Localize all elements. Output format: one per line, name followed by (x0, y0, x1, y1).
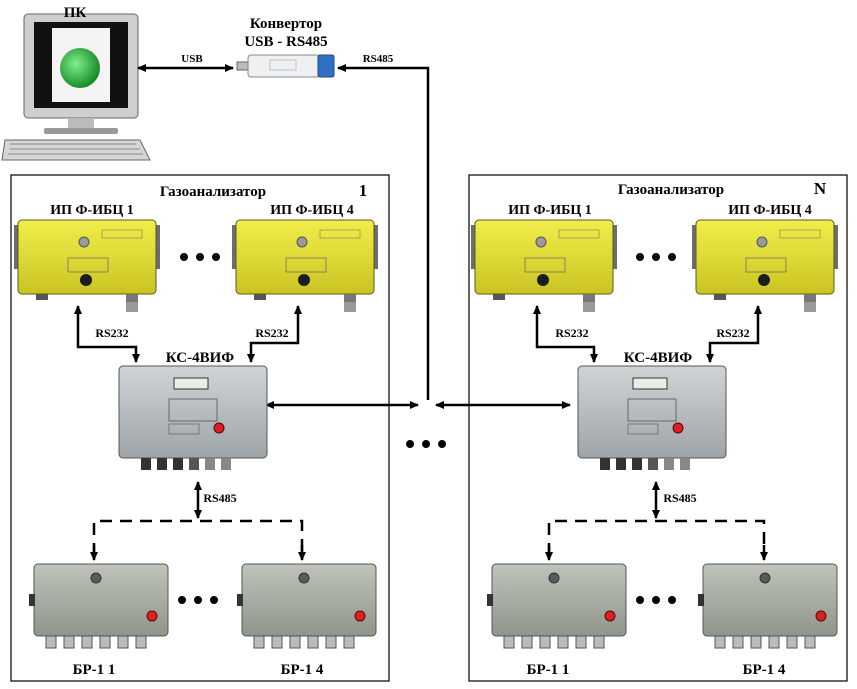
analyzer-1-sensor-left-label: ИП Ф-ИБЦ 1 (50, 203, 134, 218)
analyzer-1: Газоанализатор 1 ИП Ф-ИБЦ 1 ИП Ф-ИБЦ 4 R… (10, 174, 390, 682)
analyzer-n-sensor-ellipsis (636, 253, 676, 261)
analyzer-1-relay-right-label: БР-1 4 (281, 662, 324, 678)
analyzer-1-rs232-left-label: RS232 (95, 326, 128, 340)
analyzer-n-rs232-left-label: RS232 (555, 326, 588, 340)
analyzer-1-number: 1 (359, 181, 368, 200)
pc-label: ПК (64, 5, 87, 21)
analyzer-n-controller-label: КС-4ВИФ (624, 350, 693, 366)
analyzer-1-rs232-right-label: RS232 (255, 326, 288, 340)
analyzer-n-sensor-right (691, 219, 839, 313)
rs485-trunk-label: RS485 (363, 53, 394, 65)
analyzer-n-rs232-left-line (533, 305, 598, 363)
analyzer-n-relay-left-label: БР-1 1 (527, 662, 570, 678)
analyzer-n-number: N (814, 179, 827, 198)
converter-label-line2: USB - RS485 (244, 34, 327, 50)
analyzer-1-relay-right (236, 563, 377, 649)
analyzer-n-rs232-right-line (706, 305, 762, 363)
analyzer-1-controller (118, 365, 268, 471)
analyzer-1-sensor-right-label: ИП Ф-ИБЦ 4 (270, 203, 354, 218)
analyzer-1-controller-label: КС-4ВИФ (166, 350, 235, 366)
analyzer-n-relay-left (486, 563, 627, 649)
analyzer-n-sensor-left (470, 219, 618, 313)
analyzer-n-relay-ellipsis (636, 596, 676, 604)
analyzer-1-sensor-right (231, 219, 379, 313)
analyzer-1-sensor-ellipsis (180, 253, 220, 261)
analyzer-n-rs485-label: RS485 (663, 491, 696, 505)
rs485-trunk-line (337, 64, 430, 400)
usb-link-label: USB (181, 53, 203, 65)
analyzer-1-rs232-right-line (247, 305, 302, 363)
analyzer-n-rs485-bus (547, 519, 766, 555)
analyzer-1-relay-left-label: БР-1 1 (73, 662, 116, 678)
analyzer-n: Газоанализатор N ИП Ф-ИБЦ 1 ИП Ф-ИБЦ 4 R… (468, 174, 848, 682)
usb-rs485-converter (236, 54, 335, 78)
analyzer-n-controller (577, 365, 727, 471)
analyzer-n-sensor-left-label: ИП Ф-ИБЦ 1 (508, 203, 592, 218)
analyzer-1-sensor-left (13, 219, 161, 313)
more-analyzers-ellipsis (406, 440, 446, 448)
converter-label-line1: Конвертор (250, 16, 322, 32)
analyzer-1-relay-ellipsis (178, 596, 218, 604)
analyzer-1-frame (10, 174, 390, 682)
analyzer-1-rs232-left-line (74, 305, 140, 363)
analyzer-1-rs485-label: RS485 (203, 491, 236, 505)
analyzer-n-rs232-right-label: RS232 (716, 326, 749, 340)
analyzer-n-sensor-right-label: ИП Ф-ИБЦ 4 (728, 203, 812, 218)
pc-computer (1, 13, 151, 161)
analyzer-1-relay-left (28, 563, 169, 649)
analyzer-n-frame (468, 174, 848, 682)
analyzer-n-relay-right (697, 563, 838, 649)
analyzer-1-title: Газоанализатор (160, 184, 266, 200)
analyzer-1-rs485-bus (92, 519, 304, 555)
analyzer-n-title: Газоанализатор (618, 182, 724, 198)
analyzer-n-relay-right-label: БР-1 4 (743, 662, 786, 678)
